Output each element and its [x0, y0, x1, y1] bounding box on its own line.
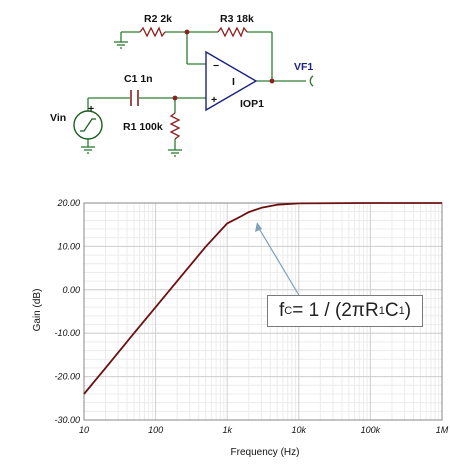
capacitor-c1	[130, 90, 139, 106]
gain-series	[83, 202, 442, 395]
vin-label: Vin	[50, 112, 66, 124]
opamp-iop1: − + I	[205, 50, 258, 112]
resistor-r1	[169, 112, 181, 140]
formula-r-sub: 1	[378, 305, 385, 317]
y-axis-label: Gain (dB)	[32, 289, 43, 332]
formula-f-sub: C	[284, 305, 293, 317]
x-axis-label: Frequency (Hz)	[231, 447, 300, 458]
x-tick-label: 100	[148, 425, 163, 435]
formula-close: )	[404, 300, 412, 321]
opamp-plus-sign: +	[211, 94, 217, 106]
r3-label: R3 18k	[220, 13, 254, 25]
gain-curve	[83, 202, 442, 395]
formula-c-sub: 1	[398, 305, 405, 317]
opamp-label: IOP1	[240, 98, 264, 110]
resistor-r3	[217, 26, 248, 38]
x-tick-label: 10k	[292, 425, 307, 435]
output-label: VF1	[294, 61, 313, 73]
vin-plus-sign: +	[88, 103, 94, 115]
x-tick-label: 1k	[222, 425, 232, 435]
x-tick-labels: 10 100 1k 10k 100k 1M	[79, 425, 449, 435]
circuit-schematic: − + I + R2 2k R3 18k C1 1n R1 100k Vin V…	[50, 13, 314, 157]
r1-label: R1 100k	[123, 121, 163, 133]
formula-mid: = 1 / (2πR	[292, 300, 379, 321]
voltage-source-vin: +	[73, 103, 103, 140]
r2-label: R2 2k	[144, 13, 172, 25]
resistor-r2	[139, 26, 166, 38]
annotation-arrow	[255, 222, 301, 298]
y-tick-label: -30.00	[54, 415, 80, 425]
y-tick-label: 10.00	[57, 241, 80, 251]
y-tick-label: -20.00	[54, 372, 80, 382]
output-terminal	[309, 75, 314, 87]
x-tick-label: 10	[79, 425, 89, 435]
formula-f: f	[278, 300, 285, 321]
plot-frame	[83, 202, 443, 421]
opamp-symbol: I	[232, 76, 235, 88]
x-tick-label: 100k	[361, 425, 381, 435]
opamp-minus-sign: −	[213, 60, 219, 72]
x-tick-label: 1M	[436, 425, 449, 435]
c1-label: C1 1n	[124, 73, 153, 85]
y-tick-label: -10.00	[54, 328, 80, 338]
y-tick-label: 20.00	[56, 198, 80, 208]
junction-dots	[172, 29, 275, 101]
formula-c: C	[384, 300, 399, 321]
y-tick-labels: 20.00 10.00 0.00 -10.00 -20.00 -30.00	[54, 198, 80, 425]
y-tick-label: 0.00	[62, 285, 80, 295]
